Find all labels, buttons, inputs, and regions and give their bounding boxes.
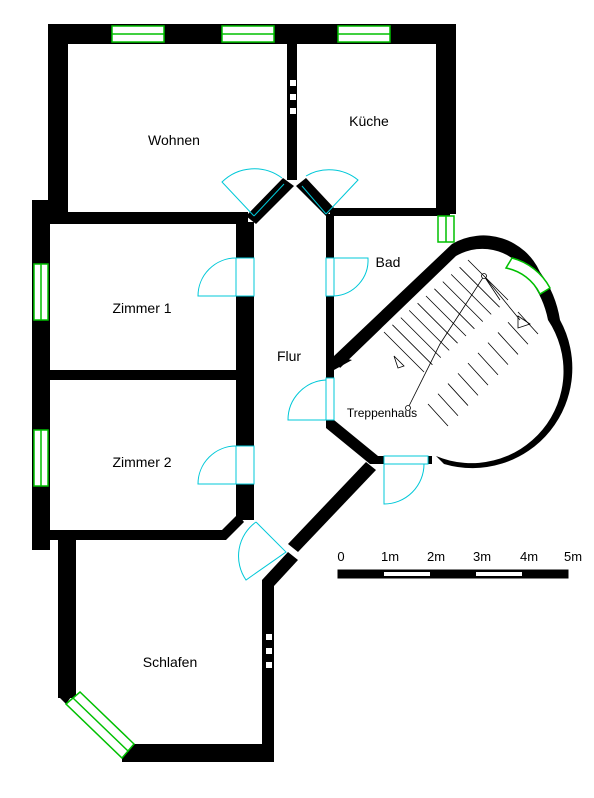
scale-tick-1m: 1m (381, 549, 399, 564)
stair-tread (477, 352, 499, 376)
scale-tick-0: 0 (337, 549, 344, 564)
stair-tread (467, 259, 509, 301)
wall-flur-right (326, 214, 334, 258)
wall-flur-left (236, 222, 254, 260)
room-label-kueche: Küche (349, 113, 389, 129)
wall-schlafen-bottom (122, 744, 274, 762)
vent-blocks (266, 80, 296, 668)
stair-tread (392, 324, 433, 366)
stair-handrail (407, 275, 521, 409)
room-label-zimmer1: Zimmer 1 (112, 300, 171, 316)
doors (197, 168, 429, 581)
wall-flur-diag-right (296, 178, 334, 216)
wall-schlafen-top-diag (262, 552, 298, 586)
wall-zimmer2-bottom (48, 514, 244, 540)
stair-tread (427, 403, 449, 427)
stair-tread (408, 310, 450, 351)
walls (32, 24, 573, 762)
room-label-flur: Flur (277, 348, 301, 364)
scale-tick-3m: 3m (473, 549, 491, 564)
stair-tread (447, 383, 469, 406)
stair-tread (437, 393, 459, 417)
door-kueche (301, 169, 359, 215)
wall-wohnen-zimmer1 (48, 212, 248, 224)
room-label-treppenhaus: Treppenhaus (347, 406, 417, 420)
stair-tread (450, 274, 492, 315)
stair-arrow-down (393, 355, 405, 369)
wall-schlafen-left (58, 540, 76, 698)
stair-tread (507, 321, 529, 345)
wall-flur-diag-left (246, 178, 294, 224)
door-wohnen (221, 168, 285, 217)
room-label-schlafen: Schlafen (143, 654, 197, 670)
stair-tread (442, 281, 484, 322)
wall-flur-right-2 (326, 296, 334, 378)
scale-tick-4m: 4m (520, 549, 538, 564)
room-label-wohnen: Wohnen (148, 132, 200, 148)
wall-flur-left-2 (236, 296, 254, 446)
windows (33, 25, 551, 760)
stair-tread (434, 288, 475, 330)
door-zimmer1 (197, 257, 255, 297)
door-zimmer2 (197, 445, 255, 485)
room-labels: Wohnen Küche Bad Zimmer 1 Flur Zimmer 2 … (112, 113, 417, 670)
stair-tread (459, 266, 500, 308)
wall-schlafen-right (262, 580, 274, 762)
stair-tread (417, 302, 458, 344)
wall-kueche-bad (330, 208, 450, 216)
stair-tread (487, 342, 509, 365)
stair-tread (400, 317, 442, 358)
stair-tread (383, 331, 425, 373)
scale-tick-5m: 5m (564, 549, 582, 564)
stair-tread (467, 362, 489, 386)
wall-schlafen-diag (58, 690, 76, 704)
stair-tread (457, 373, 479, 396)
staircase (383, 259, 539, 427)
door-treppenhaus (287, 377, 335, 421)
wall-flur-left-3 (236, 484, 254, 520)
stair-post-bottom (405, 405, 411, 411)
door-entrance (383, 455, 429, 505)
wall-right-kueche (436, 24, 456, 214)
scale-tick-2m: 2m (427, 549, 445, 564)
scale-ticks: 0 1m 2m 3m 4m 5m (337, 549, 582, 564)
stair-tread (425, 295, 467, 337)
door-schlafen (238, 521, 287, 581)
room-label-bad: Bad (376, 254, 401, 270)
wall-left-zimmer (32, 200, 50, 550)
scale-bar (337, 569, 569, 579)
wall-flur-diag-lower (288, 462, 376, 552)
stair-tread (517, 311, 539, 335)
wall-left-wohnen (48, 24, 68, 220)
room-label-zimmer2: Zimmer 2 (112, 454, 171, 470)
stair-arrow-up (517, 315, 531, 329)
wall-bad-stair-join (334, 356, 352, 370)
window-treppenhaus (504, 257, 551, 296)
door-bad (325, 257, 369, 297)
stair-tread (497, 332, 519, 355)
wall-treppen-bottom (326, 420, 378, 464)
wall-zimmer1-zimmer2 (48, 370, 240, 380)
